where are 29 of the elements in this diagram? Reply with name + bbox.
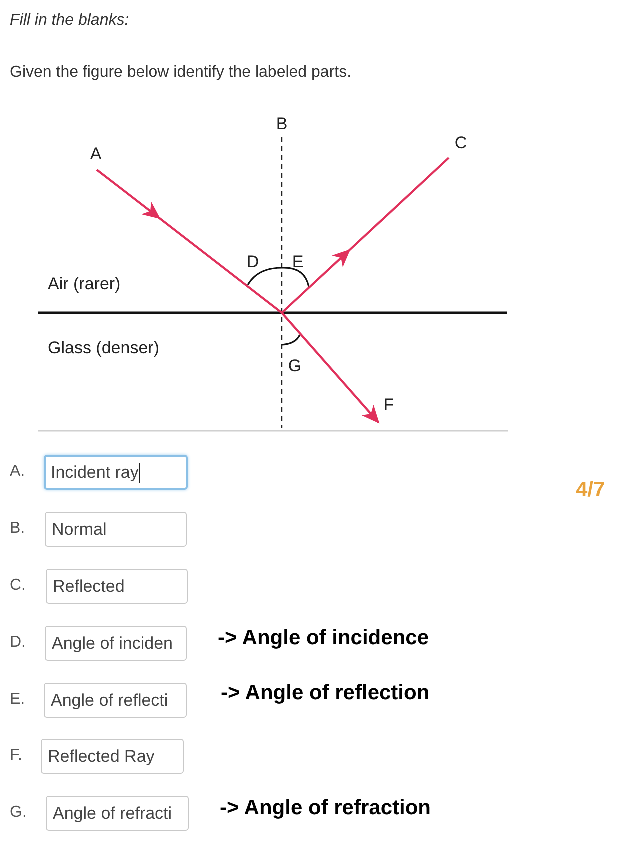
instruction-text: Fill in the blanks: (10, 13, 130, 29)
option-letter: F. (10, 748, 22, 764)
instruction-text: Given the figure below identify the labeled parts. (10, 65, 352, 81)
answer-field: Reflected (46, 569, 188, 604)
part-letter: F (384, 396, 394, 414)
answer-note: -> Angle of reflection (221, 682, 430, 704)
part-letter: A (90, 146, 102, 162)
option-letter: E. (10, 692, 26, 708)
option-letter: A. (10, 464, 26, 480)
option-letter: B. (10, 521, 26, 537)
option-letter: D. (10, 635, 26, 651)
part-letter: G (288, 358, 302, 374)
medium-label: Air (rarer) (48, 276, 121, 292)
answer-note: -> Angle of incidence (218, 628, 430, 648)
answer-field: Incident ray (44, 455, 188, 490)
part-letter: E (292, 254, 304, 270)
part-letter: C (454, 134, 468, 152)
part-letter: B (276, 116, 288, 132)
option-letter: C. (10, 578, 26, 594)
answer-field: Angle of refracti (46, 796, 189, 831)
score-text: 4/7 (576, 480, 606, 500)
medium-label: Glass (denser) (48, 340, 160, 356)
answer-field: Angle of reflecti (44, 683, 187, 718)
option-letter: G. (10, 805, 27, 821)
answer-note: -> Angle of refraction (220, 798, 431, 818)
answer-field: Angle of inciden (45, 626, 187, 661)
part-letter: D (246, 254, 260, 270)
answer-field: Normal (45, 512, 187, 547)
answer-field: Reflected Ray (41, 739, 184, 774)
